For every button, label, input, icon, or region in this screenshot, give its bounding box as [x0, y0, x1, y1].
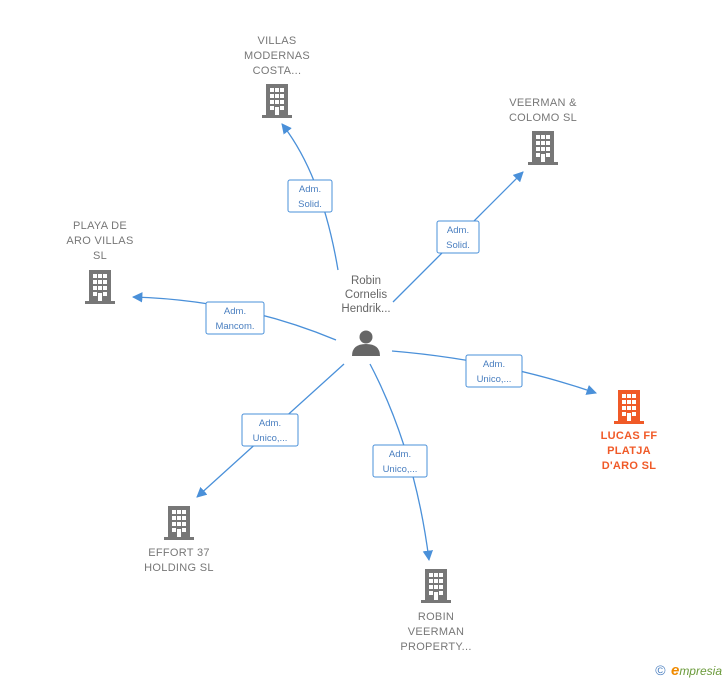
company-name[interactable]: COLOMO SL	[509, 112, 577, 124]
company-name[interactable]: VILLAS	[257, 35, 296, 47]
copyright-symbol: ©	[655, 662, 666, 678]
company-name[interactable]: ROBIN	[418, 611, 454, 623]
building-icon[interactable]	[421, 569, 451, 603]
role-label-text: Adm.	[389, 449, 411, 460]
person-node[interactable]: RobinCornelisHendrik...	[341, 275, 391, 357]
company-name[interactable]: VEERMAN &	[509, 97, 577, 109]
company-name[interactable]: PLATJA	[607, 445, 651, 457]
role-label-box[interactable]	[287, 179, 333, 213]
role-label-text: Mancom.	[215, 321, 254, 332]
company-name[interactable]: ARO VILLAS	[66, 235, 133, 247]
company-node-lucas-ff[interactable]: LUCAS FF PLATJA D'ARO SL	[601, 390, 658, 472]
company-name[interactable]: EFFORT 37	[148, 547, 210, 559]
building-icon[interactable]	[614, 390, 644, 424]
role-label-text: Adm.	[259, 418, 281, 429]
role-label-text: Adm.	[224, 306, 246, 317]
role-label-text: Adm.	[447, 225, 469, 236]
edge-lucas-ff: Adm. Unico,...	[391, 350, 597, 395]
role-label-box[interactable]	[436, 220, 480, 254]
person-name[interactable]: Cornelis	[345, 289, 387, 301]
company-name[interactable]: LUCAS FF	[601, 430, 658, 442]
role-label-box[interactable]	[241, 413, 299, 447]
edge-robin-veerman: Adm. Unico,...	[369, 363, 433, 562]
role-label-text: Adm.	[299, 184, 321, 195]
person-icon[interactable]	[352, 330, 380, 357]
person-name[interactable]: Robin	[351, 275, 381, 287]
brand-initial: e	[670, 662, 680, 679]
brand-name: mpresia	[679, 664, 722, 678]
company-node-robin-veerman[interactable]: ROBIN VEERMAN PROPERTY...	[400, 569, 471, 653]
company-name[interactable]: COSTA...	[253, 65, 302, 77]
empresia-logo: © empresia	[655, 662, 722, 679]
role-label-box[interactable]	[205, 301, 265, 335]
role-label-text: Unico,...	[253, 433, 288, 444]
role-label-text: Unico,...	[477, 374, 512, 385]
building-icon[interactable]	[262, 84, 292, 118]
company-node-veerman-colomo[interactable]: VEERMAN & COLOMO SL	[509, 97, 577, 165]
role-label-box[interactable]	[465, 354, 523, 388]
person-name[interactable]: Hendrik...	[341, 303, 390, 315]
company-name[interactable]: PLAYA DE	[73, 220, 127, 232]
company-name[interactable]: HOLDING SL	[144, 562, 214, 574]
company-node-playa-de-aro[interactable]: PLAYA DE ARO VILLAS SL	[66, 220, 133, 304]
role-label-text: Solid.	[446, 240, 470, 251]
edge-playa-de-aro: Adm. Mancom.	[131, 292, 337, 341]
building-icon[interactable]	[528, 131, 558, 165]
role-label-text: Adm.	[483, 359, 505, 370]
company-name[interactable]: D'ARO SL	[602, 460, 657, 472]
company-name[interactable]: MODERNAS	[244, 50, 310, 62]
company-name[interactable]: SL	[93, 250, 107, 262]
company-name[interactable]: VEERMAN	[408, 626, 465, 638]
company-name[interactable]: PROPERTY...	[400, 641, 471, 653]
role-label-text: Unico,...	[383, 464, 418, 475]
company-node-effort-37[interactable]: EFFORT 37 HOLDING SL	[144, 506, 214, 574]
edge-effort-37: Adm. Unico,...	[196, 363, 345, 498]
company-node-villas-modernas[interactable]: VILLAS MODERNAS COSTA...	[244, 35, 310, 118]
edge-villas-modernas: Adm. Solid.	[281, 123, 339, 271]
role-label-box[interactable]	[372, 444, 428, 478]
edge-veerman-colomo: Adm. Solid.	[392, 171, 524, 303]
role-label-text: Solid.	[298, 199, 322, 210]
building-icon[interactable]	[85, 270, 115, 304]
building-icon[interactable]	[164, 506, 194, 540]
